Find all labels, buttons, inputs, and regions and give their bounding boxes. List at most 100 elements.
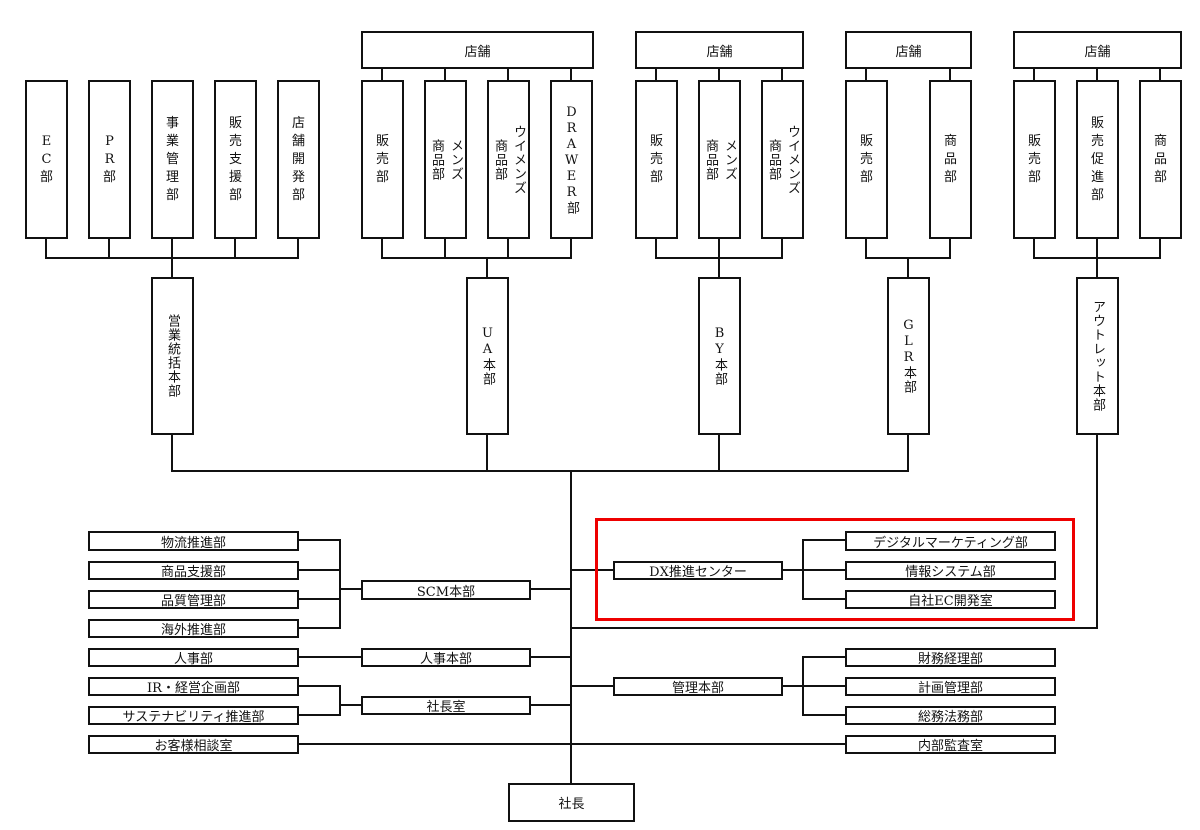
- sustainability-dept-box: サステナビリティ推進部: [88, 706, 299, 725]
- box-label: 人事本部: [419, 652, 472, 667]
- box-label: 店舗: [706, 44, 733, 60]
- box-label: 事 業 管 理 部: [165, 115, 179, 203]
- box-label: 海外推進部: [160, 623, 226, 638]
- box-label: 人事部: [173, 652, 213, 667]
- quality-dept-box: 品質管理部: [88, 590, 299, 609]
- box-label: 販 売 部: [649, 133, 663, 185]
- finance-dept-box: 財務経理部: [845, 648, 1056, 667]
- by-sales-box: 販 売 部: [635, 80, 678, 239]
- in-house-ec-box: 自社EC開発室: [845, 590, 1056, 609]
- box-label: デジタルマーケティング部: [873, 535, 1028, 551]
- box-label: 管理本部: [671, 681, 724, 696]
- ua-sales-box: 販 売 部: [361, 80, 404, 239]
- digital-marketing-box: デジタルマーケティング部: [845, 531, 1056, 551]
- box-label: E C 部: [39, 133, 53, 185]
- by-mens-box: メンズ商品部: [698, 80, 741, 239]
- box-label: 社長: [558, 797, 585, 812]
- sales-support-dept-box: 販 売 支 援 部: [214, 80, 257, 239]
- box-label-column: 商品部: [703, 138, 718, 181]
- by-womens-box: ウイメンズ商品部: [761, 80, 804, 239]
- box-label: メンズ商品部: [702, 139, 737, 181]
- hr-hq-box: 人事本部: [361, 648, 531, 667]
- box-label-column: ウイメンズ: [785, 124, 800, 195]
- general-legal-dept-box: 総務法務部: [845, 706, 1056, 725]
- box-label: 販 売 部: [1027, 133, 1041, 185]
- box-label: 財務経理部: [917, 652, 983, 667]
- box-label: 計画管理部: [917, 681, 983, 696]
- overseas-dept-box: 海外推進部: [88, 619, 299, 638]
- box-label: 販 売 支 援 部: [228, 115, 242, 203]
- box-label: 店舗: [895, 44, 922, 60]
- box-label: 商 品 部: [1153, 133, 1167, 185]
- glr-store-box: 店舗: [845, 31, 972, 69]
- ec-dept-box: E C 部: [25, 80, 68, 239]
- box-label-column: ウイメンズ: [511, 124, 526, 195]
- box-label: 情報システム部: [905, 565, 996, 580]
- dx-highlight-frame: [595, 518, 1075, 621]
- outlet-merch-box: 商 品 部: [1139, 80, 1182, 239]
- box-label: 自社EC開発室: [908, 594, 993, 609]
- admin-hq-box: 管理本部: [613, 677, 783, 696]
- box-label: 店舗: [1084, 44, 1111, 60]
- box-label: 総務法務部: [917, 710, 983, 725]
- customer-consult-box: お客様相談室: [88, 735, 299, 754]
- logistics-dept-box: 物流推進部: [88, 531, 299, 551]
- box-label: サステナビリティ推進部: [122, 710, 265, 725]
- box-label: お客様相談室: [154, 739, 233, 754]
- box-label: ウイメンズ商品部: [765, 125, 800, 195]
- box-label: 販 売 促 進 部: [1090, 115, 1104, 203]
- dx-center-box: DX推進センター: [613, 561, 783, 580]
- box-label: 品質管理部: [160, 594, 226, 609]
- box-label: BY本部: [712, 326, 727, 386]
- by-store-box: 店舗: [635, 31, 804, 69]
- ir-planning-dept-box: IR・経営企画部: [88, 677, 299, 696]
- store-dev-dept-box: 店 舗 開 発 部: [277, 80, 320, 239]
- ua-mens-box: メンズ商品部: [424, 80, 467, 239]
- box-label: 社長室: [426, 700, 466, 715]
- ua-womens-box: ウイメンズ商品部: [487, 80, 530, 239]
- president-office-box: 社長室: [361, 696, 531, 715]
- glr-sales-box: 販 売 部: [845, 80, 888, 239]
- box-label-column: 商品部: [492, 138, 507, 181]
- glr-merch-box: 商 品 部: [929, 80, 972, 239]
- box-label: DRAWER部: [564, 104, 579, 215]
- sales-hq-box: 営業統括本部: [151, 277, 194, 435]
- box-label: 内部監査室: [917, 739, 983, 754]
- internal-audit-box: 内部監査室: [845, 735, 1056, 754]
- box-label: 店舗: [464, 44, 491, 60]
- box-label-column: 商品部: [429, 138, 444, 181]
- box-label-column: 商品部: [766, 138, 781, 181]
- box-label-column: メンズ: [722, 138, 737, 181]
- box-label: ウイメンズ商品部: [491, 125, 526, 195]
- hr-dept-box: 人事部: [88, 648, 299, 667]
- scm-hq-box: SCM本部: [361, 580, 531, 600]
- box-label: 販 売 部: [375, 133, 389, 185]
- outlet-hq-box: アウトレット本部: [1076, 277, 1119, 435]
- ua-drawer-box: DRAWER部: [550, 80, 593, 239]
- box-label: SCM本部: [416, 584, 476, 600]
- box-label: P R 部: [102, 133, 116, 185]
- planning-dept-box: 計画管理部: [845, 677, 1056, 696]
- outlet-promo-box: 販 売 促 進 部: [1076, 80, 1119, 239]
- ua-hq-box: UA本部: [466, 277, 509, 435]
- president-box: 社長: [508, 783, 635, 822]
- box-label: 物流推進部: [160, 535, 226, 551]
- info-systems-box: 情報システム部: [845, 561, 1056, 580]
- box-label: GLR本部: [901, 318, 916, 394]
- box-label: 店 舗 開 発 部: [291, 115, 305, 203]
- box-label: UA本部: [480, 326, 495, 386]
- merch-support-dept-box: 商品支援部: [88, 561, 299, 580]
- outlet-store-box: 店舗: [1013, 31, 1182, 69]
- box-label: メンズ商品部: [428, 139, 463, 181]
- ua-store-box: 店舗: [361, 31, 594, 69]
- box-label: DX推進センター: [649, 565, 747, 580]
- by-hq-box: BY本部: [698, 277, 741, 435]
- box-label: 販 売 部: [859, 133, 873, 185]
- box-label: 商品支援部: [160, 565, 226, 580]
- pr-dept-box: P R 部: [88, 80, 131, 239]
- business-mgmt-dept-box: 事 業 管 理 部: [151, 80, 194, 239]
- glr-hq-box: GLR本部: [887, 277, 930, 435]
- box-label-column: メンズ: [448, 138, 463, 181]
